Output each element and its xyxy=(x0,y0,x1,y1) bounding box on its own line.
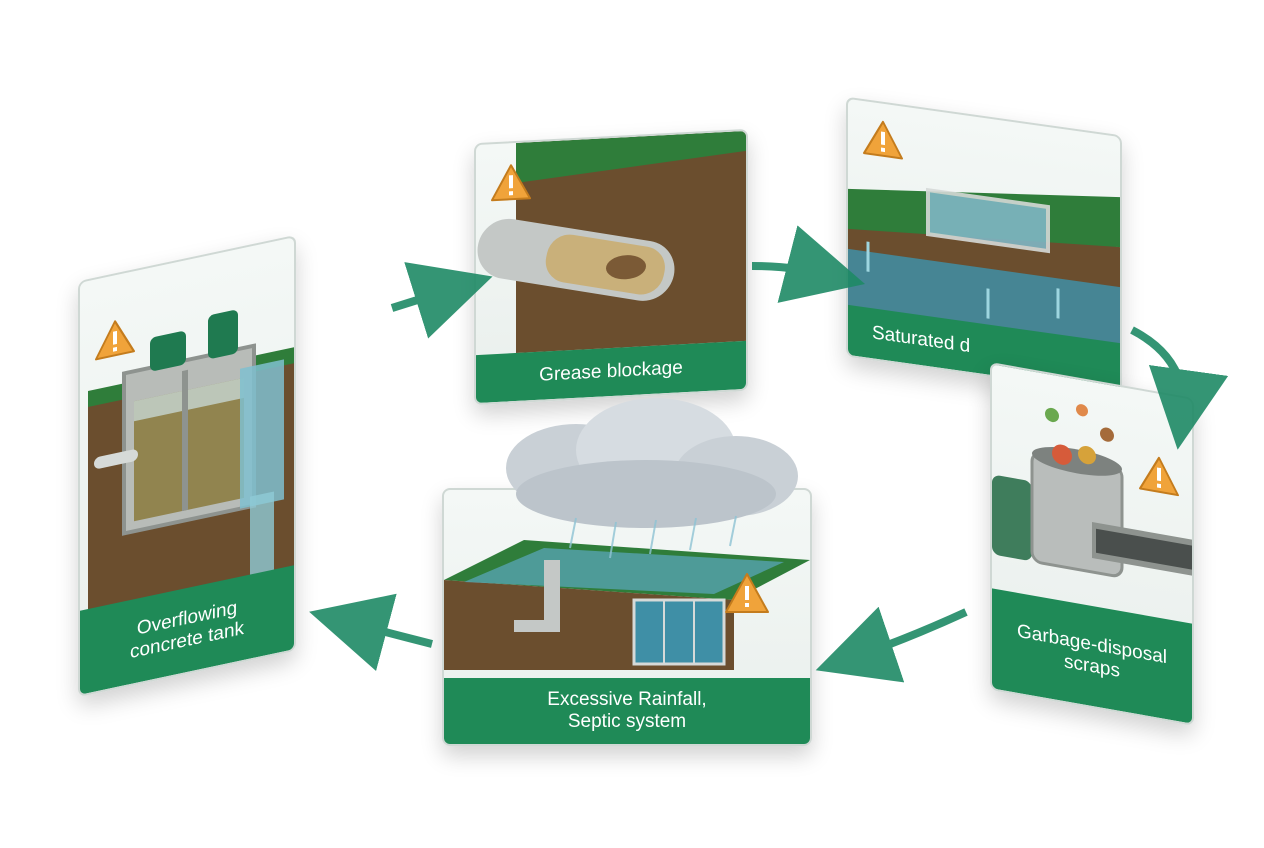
card-saturated-drainfield: Saturated d xyxy=(846,96,1122,396)
warning-triangle-icon xyxy=(725,573,769,613)
label-line: Grease blockage xyxy=(539,357,683,386)
warning-triangle-icon xyxy=(94,315,136,362)
warning-triangle-icon xyxy=(95,320,135,361)
warning-triangle-icon xyxy=(724,572,770,614)
card-excessive-rainfall: Excessive Rainfall, Septic system xyxy=(442,488,812,746)
warning-triangle-icon xyxy=(490,162,532,202)
rain-cloud-icon xyxy=(506,398,798,528)
card-grease-blockage: Grease blockage xyxy=(474,128,748,406)
garbage-disposal-illustration xyxy=(992,404,1192,578)
curved-arrow-icon xyxy=(390,262,493,339)
curved-arrow-icon xyxy=(815,606,968,683)
tank-illustration xyxy=(88,310,294,632)
label-line: Septic system xyxy=(567,711,687,732)
label-excessive-rainfall: Excessive Rainfall, Septic system xyxy=(444,678,810,744)
rainfall-illustration xyxy=(444,540,810,670)
warning-triangle-icon xyxy=(862,117,904,161)
rain-cloud-icon xyxy=(506,398,798,559)
curved-arrow-icon xyxy=(309,593,433,672)
curved-arrow-icon xyxy=(751,225,865,303)
card-garbage-disposal: Garbage-disposal scraps xyxy=(990,362,1194,726)
card-overflowing-tank: Overflowing concrete tank xyxy=(78,234,296,698)
warning-triangle-icon xyxy=(1139,456,1179,497)
warning-triangle-icon xyxy=(491,164,531,202)
label-line: Excessive Rainfall, xyxy=(547,689,707,710)
saturated-drainfield-illustration xyxy=(848,187,1120,358)
label-line: Saturated d xyxy=(872,322,971,358)
warning-triangle-icon xyxy=(1138,452,1180,497)
warning-triangle-icon xyxy=(863,120,903,160)
grease-pipe-illustration xyxy=(477,130,746,353)
